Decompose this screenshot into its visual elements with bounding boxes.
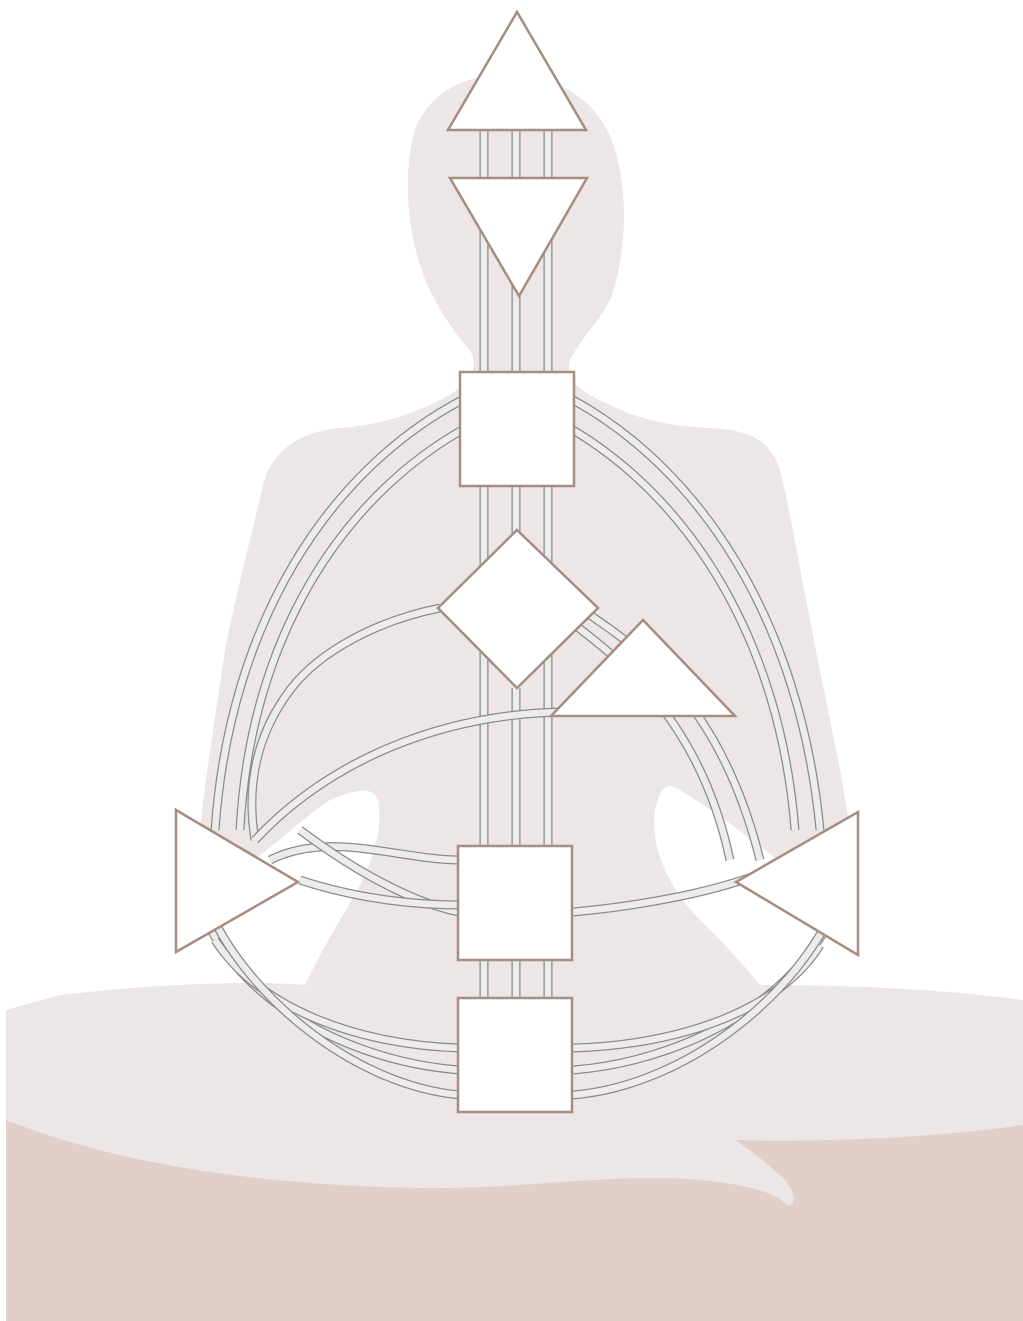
throat-center bbox=[460, 372, 574, 486]
sacral-center bbox=[458, 846, 572, 960]
root-center bbox=[458, 998, 572, 1112]
head-center bbox=[448, 12, 586, 130]
